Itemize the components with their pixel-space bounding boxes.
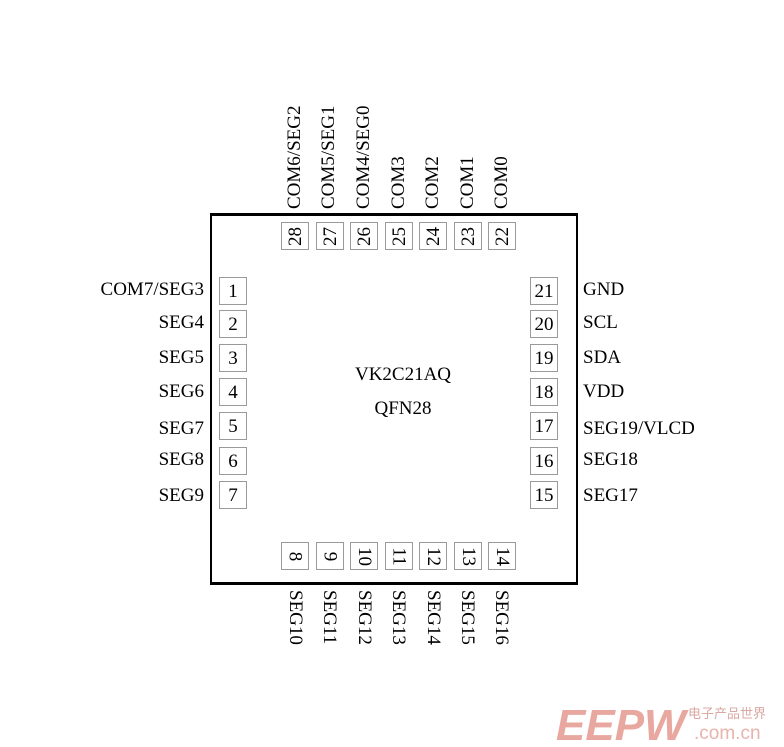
pin-label-2: SEG4 (158, 312, 204, 333)
eepw-watermark-logo: EEPW 电子产品世界 .com.cn (556, 702, 766, 744)
pin-pad-28: 28 (281, 222, 309, 250)
pin-pad-10: 10 (350, 542, 378, 570)
pin-pad-17: 17 (530, 412, 558, 440)
pin-label-10: SEG12 (354, 590, 375, 645)
pin-label-14: SEG16 (491, 590, 512, 645)
chip-part-number: VK2C21AQ (354, 364, 452, 385)
pin-pad-18: 18 (530, 378, 558, 406)
pin-label-9: SEG11 (319, 590, 340, 645)
pin-label-19: SDA (583, 347, 622, 368)
pin-label-3: SEG5 (158, 347, 204, 368)
pin-pad-6: 6 (219, 447, 247, 475)
pin-label-28: COM6/SEG2 (284, 105, 305, 209)
pin-label-17: SEG19/VLCD (583, 418, 695, 439)
pin-pad-8: 8 (281, 542, 309, 570)
pin-label-8: SEG10 (285, 590, 306, 645)
pin-label-1: COM7/SEG3 (100, 279, 204, 300)
pin-label-6: SEG8 (158, 449, 204, 470)
watermark-brand: EEPW (556, 702, 689, 744)
pin-pad-24: 24 (419, 222, 447, 250)
watermark-chinese: 电子产品世界 (688, 707, 766, 722)
pin-pad-21: 21 (530, 277, 558, 305)
pin-label-25: COM3 (388, 156, 409, 209)
chip-package: QFN28 (374, 398, 432, 419)
pin-pad-20: 20 (530, 310, 558, 338)
pin-label-23: COM1 (457, 156, 478, 209)
pin-label-16: SEG18 (583, 449, 638, 470)
pin-label-11: SEG13 (388, 590, 409, 645)
pin-label-26: COM4/SEG0 (353, 105, 374, 209)
pin-pad-25: 25 (385, 222, 413, 250)
pin-label-22: COM0 (491, 156, 512, 209)
pin-pad-16: 16 (530, 447, 558, 475)
pin-pad-15: 15 (530, 481, 558, 509)
pin-pad-13: 13 (454, 542, 482, 570)
pin-label-15: SEG17 (583, 485, 638, 506)
pin-pad-11: 11 (385, 542, 413, 570)
pin-label-7: SEG9 (158, 485, 204, 506)
watermark-domain: .com.cn (694, 723, 761, 744)
chip-body (210, 213, 578, 585)
pin-pad-7: 7 (219, 481, 247, 509)
pin-pad-14: 14 (488, 542, 516, 570)
pin-pad-27: 27 (316, 222, 344, 250)
pin-label-20: SCL (583, 312, 618, 333)
pin-pad-1: 1 (219, 277, 247, 305)
pin-pad-5: 5 (219, 412, 247, 440)
pin-pad-4: 4 (219, 378, 247, 406)
pin-label-21: GND (583, 279, 625, 300)
pin-pad-22: 22 (488, 222, 516, 250)
pin-pad-23: 23 (454, 222, 482, 250)
pin-pad-3: 3 (219, 344, 247, 372)
pin-label-13: SEG15 (457, 590, 478, 645)
pin-pad-26: 26 (350, 222, 378, 250)
pin-label-24: COM2 (422, 156, 443, 209)
pin-pad-19: 19 (530, 344, 558, 372)
pin-label-12: SEG14 (423, 590, 444, 645)
pin-label-5: SEG7 (158, 418, 204, 439)
pin-pad-2: 2 (219, 310, 247, 338)
pin-label-27: COM5/SEG1 (318, 105, 339, 209)
pin-pad-9: 9 (316, 542, 344, 570)
pin-pad-12: 12 (419, 542, 447, 570)
pin-label-4: SEG6 (158, 381, 204, 402)
pin-label-18: VDD (583, 381, 625, 402)
